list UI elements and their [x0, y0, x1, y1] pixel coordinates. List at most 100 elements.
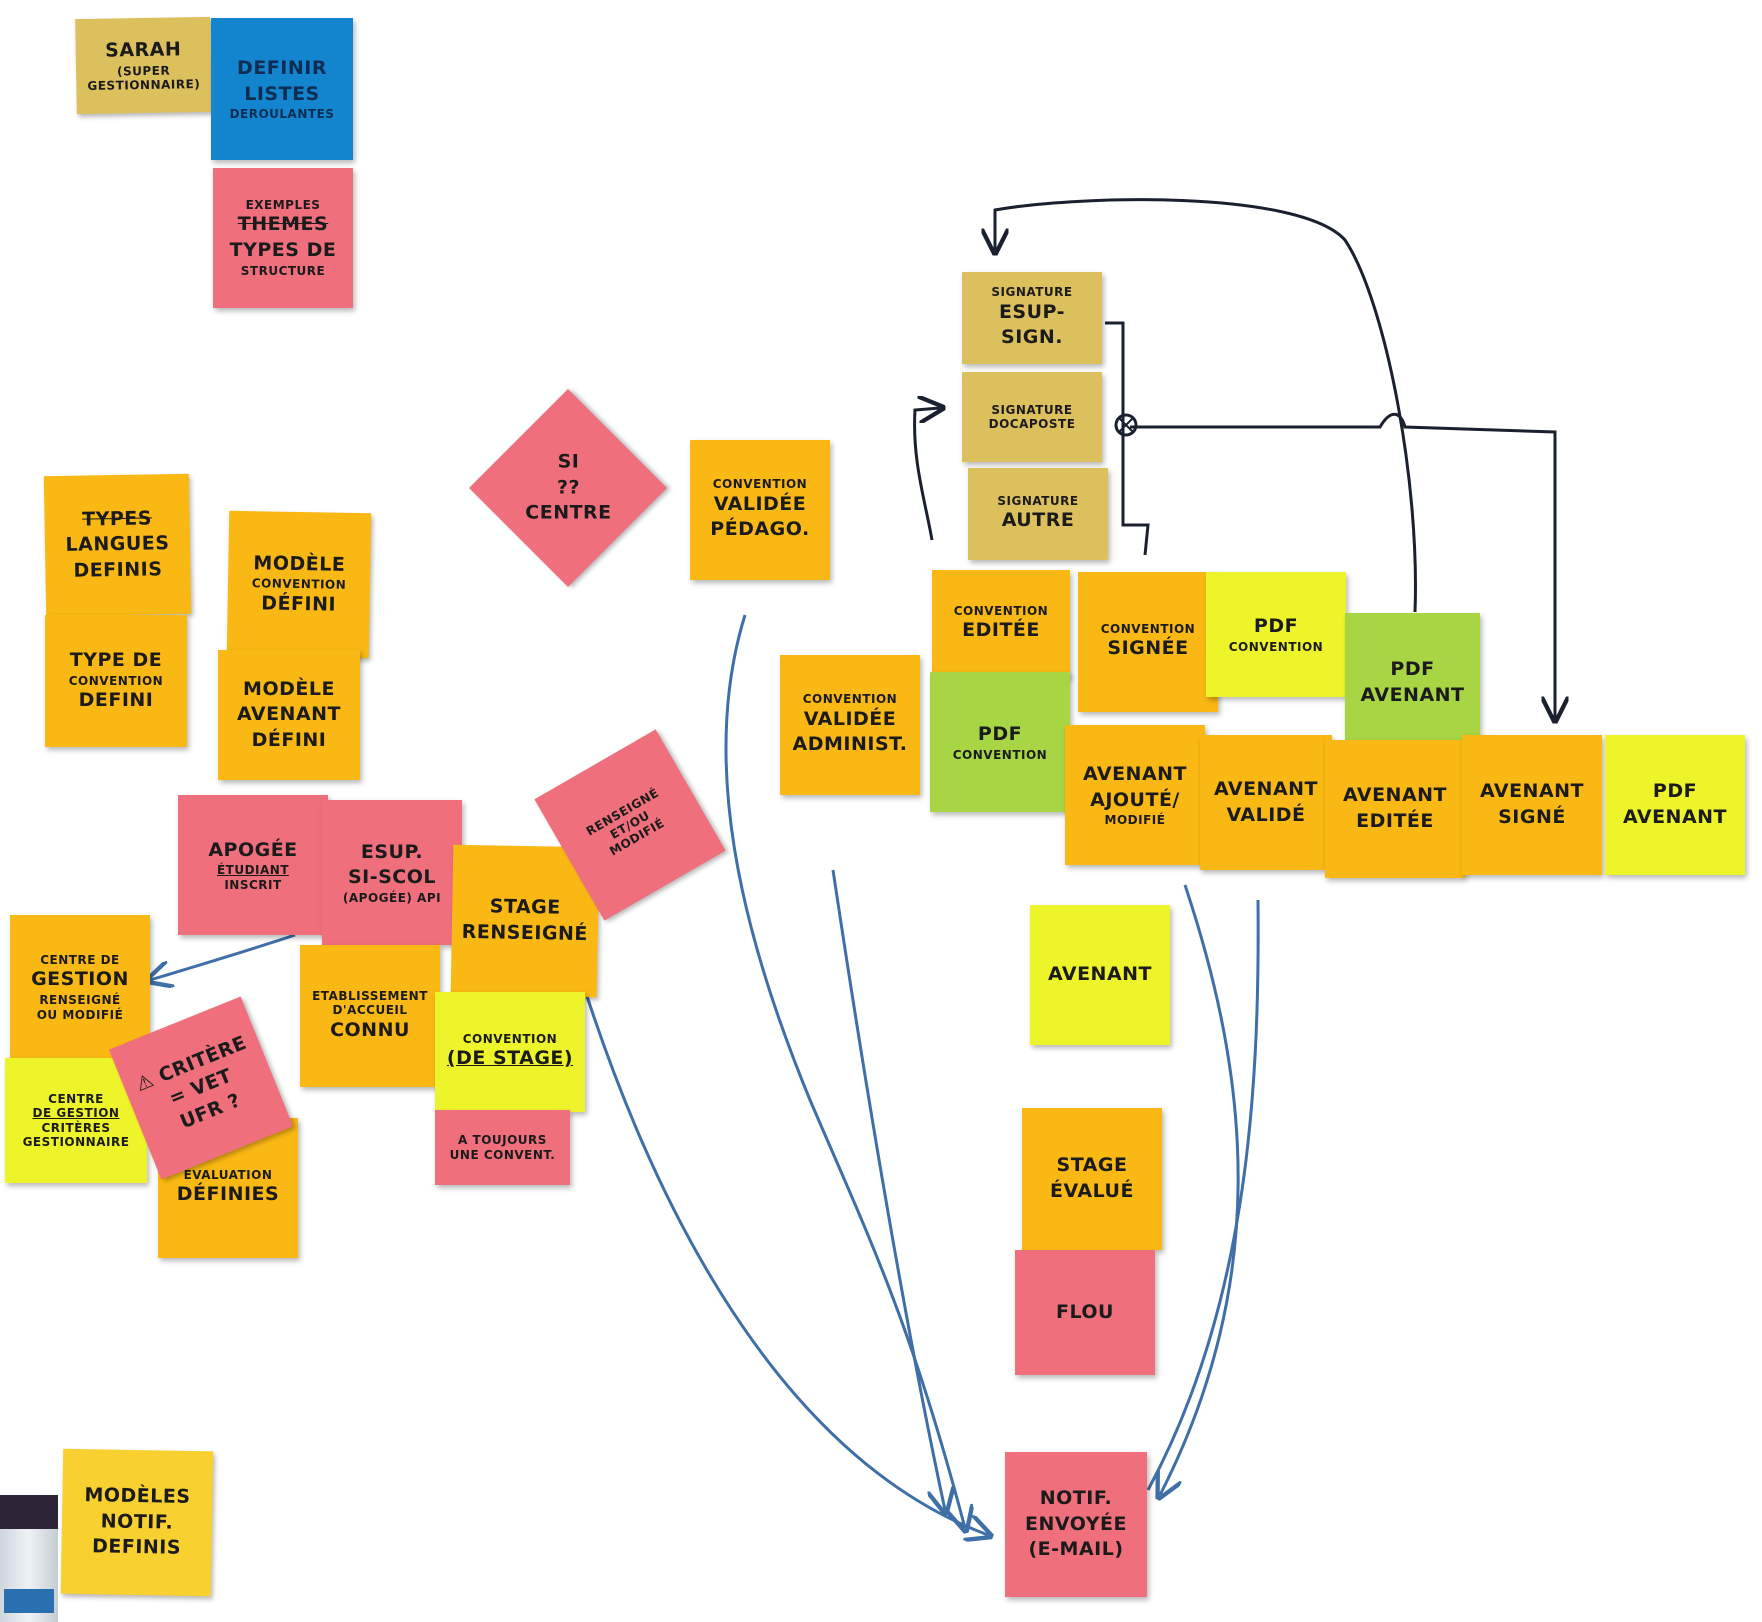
note-text: STAGE [490, 895, 561, 922]
note-text: PDF [1390, 657, 1434, 683]
flow-arrow-stage-to-notif [585, 990, 988, 1535]
note-pdf-convention-1: PDF CONVENTION [930, 672, 1070, 812]
note-text: LANGUES [65, 531, 169, 558]
note-text: GESTIONNAIRE [23, 1135, 130, 1149]
note-text: (E-MAIL) [1028, 1537, 1123, 1563]
note-text: (APOGÉE) API [343, 891, 441, 905]
note-text: DÉFINI [261, 591, 336, 618]
note-text: SIGNATURE [997, 494, 1078, 508]
note-text: MODÈLE [253, 551, 345, 578]
note-text: AVENANT [1343, 783, 1447, 809]
flow-arrow-avenant-to-notif-1 [1160, 885, 1238, 1495]
note-text: OU MODIFIÉ [37, 1008, 124, 1022]
note-text: AVENANT [1623, 805, 1727, 831]
note-convention-editee: CONVENTION EDITÉE [932, 570, 1070, 678]
note-signature-autre: SIGNATURE AUTRE [968, 468, 1108, 560]
note-text: AJOUTÉ/ [1090, 788, 1180, 814]
note-text: ESUP. [361, 840, 423, 866]
note-text: ESUP-SIGN. [970, 300, 1094, 351]
note-text: NOTIF. [1040, 1486, 1113, 1512]
note-text: ÉVALUATION [184, 1168, 273, 1182]
note-text: SIGNÉ [1498, 805, 1566, 831]
note-text: DEROULANTES [230, 107, 335, 121]
note-text: CENTRE [525, 501, 611, 527]
note-text: CONVENTION [1101, 622, 1195, 636]
note-text: CONVENTION [1229, 640, 1323, 654]
note-signature-docaposte: SIGNATURE DOCAPOSTE [962, 372, 1102, 462]
bracket-sig-left [915, 408, 940, 540]
note-text: RENSEIGNÉ [39, 993, 120, 1007]
note-text: DEFINIS [92, 1535, 181, 1562]
note-toujours-convention: A TOUJOURS UNE CONVENT. [435, 1110, 570, 1185]
note-text: ADMINIST. [793, 732, 908, 758]
note-notif-envoyee: NOTIF. ENVOYÉE (E-MAIL) [1005, 1452, 1147, 1597]
note-stage-evalue: STAGE ÉVALUÉ [1022, 1108, 1162, 1250]
note-text: STAGE [1057, 1153, 1128, 1179]
note-langues: TYPES LANGUES DEFINIS [44, 474, 191, 617]
note-text: LISTES [244, 82, 319, 108]
note-modeles-notif: MODÈLES NOTIF. DEFINIS [61, 1449, 214, 1597]
note-avenant-editee: AVENANT EDITÉE [1325, 740, 1465, 878]
note-text: TYPES DE [230, 238, 337, 264]
note-type-convention: TYPE DE CONVENTION DEFINI [45, 615, 187, 747]
note-text: CONVENTION [69, 674, 163, 688]
note-text: MODIFIÉ [1105, 813, 1166, 827]
note-text: DOCAPOSTE [989, 417, 1076, 431]
note-sarah: SARAH (SUPER GESTIONNAIRE) [75, 17, 212, 114]
note-flou: FLOU [1015, 1250, 1155, 1375]
note-convention-administ: CONVENTION VALIDÉE ADMINIST. [780, 655, 920, 795]
note-text: VALIDÉE [804, 707, 897, 733]
note-text: CONVENTION [803, 692, 897, 706]
note-centre-gestion: CENTRE DE GESTION RENSEIGNÉ OU MODIFIÉ [10, 915, 150, 1060]
note-text: ETABLISSEMENT [312, 989, 428, 1003]
note-text: SARAH [105, 38, 182, 65]
note-text: DEFINI [79, 688, 154, 714]
note-text: EXEMPLES [246, 198, 321, 212]
note-text: VALIDÉ [1226, 803, 1305, 829]
note-text: CONVENTION [463, 1032, 557, 1046]
note-convention-pedago: CONVENTION VALIDÉE PÉDAGO. [690, 440, 830, 580]
note-text: MODÈLE [243, 677, 335, 703]
note-text: PDF [978, 722, 1022, 748]
note-etablissement-accueil: ETABLISSEMENT D'ACCUEIL CONNU [300, 945, 440, 1087]
note-text: STRUCTURE [241, 264, 326, 278]
note-text: SIGNÉE [1107, 636, 1188, 662]
note-text: THEMES [238, 212, 328, 238]
note-text: CONNU [330, 1018, 410, 1044]
note-text: DEFINIR [237, 56, 327, 82]
note-text: PDF [1254, 614, 1298, 640]
bottle-label [4, 1589, 54, 1613]
note-text: DÉFINIES [177, 1182, 279, 1208]
note-pdf-avenant-2: PDF AVENANT [1605, 735, 1745, 875]
note-text: UNE CONVENT. [450, 1148, 556, 1162]
note-modele-avenant: MODÈLE AVENANT DÉFINI [218, 650, 360, 780]
note-text: SI-SCOL [348, 865, 436, 891]
note-text: D'ACCUEIL [332, 1003, 407, 1017]
note-esup-siscol: ESUP. SI-SCOL (APOGÉE) API [322, 800, 462, 945]
note-text: SIGNATURE [991, 403, 1072, 417]
note-text: TYPES [82, 506, 152, 533]
note-pdf-convention-2: PDF CONVENTION [1206, 572, 1346, 697]
note-text: EDITÉE [962, 618, 1040, 644]
note-signature-esup: SIGNATURE ESUP-SIGN. [962, 272, 1102, 364]
note-text: MODÈLES [84, 1483, 191, 1510]
note-text: TYPE DE [70, 648, 163, 674]
note-text: SIGNATURE [991, 285, 1072, 299]
junction-node-cross [1118, 417, 1134, 433]
note-text: AVENANT [1083, 762, 1187, 788]
note-text: VALIDÉE [714, 492, 807, 518]
note-text: AVENANT [1214, 777, 1318, 803]
note-avenant-signe: AVENANT SIGNÉ [1462, 735, 1602, 875]
note-text: A TOUJOURS [458, 1133, 547, 1147]
note-text: ÉTUDIANT [217, 863, 289, 877]
note-avenant-ajoute: AVENANT AJOUTÉ/ MODIFIÉ [1065, 725, 1205, 865]
note-text: (DE STAGE) [447, 1046, 573, 1072]
note-convention-signee: CONVENTION SIGNÉE [1078, 572, 1218, 712]
note-convention-de-stage: CONVENTION (DE STAGE) [435, 992, 585, 1112]
note-text: PDF [1653, 779, 1697, 805]
note-apogee: APOGÉE ÉTUDIANT INSCRIT [178, 795, 328, 935]
note-text: ENVOYÉE [1025, 1512, 1127, 1538]
note-text: AVENANT [1480, 779, 1584, 805]
note-text: AVENANT [237, 702, 341, 728]
note-text: PÉDAGO. [710, 517, 809, 543]
